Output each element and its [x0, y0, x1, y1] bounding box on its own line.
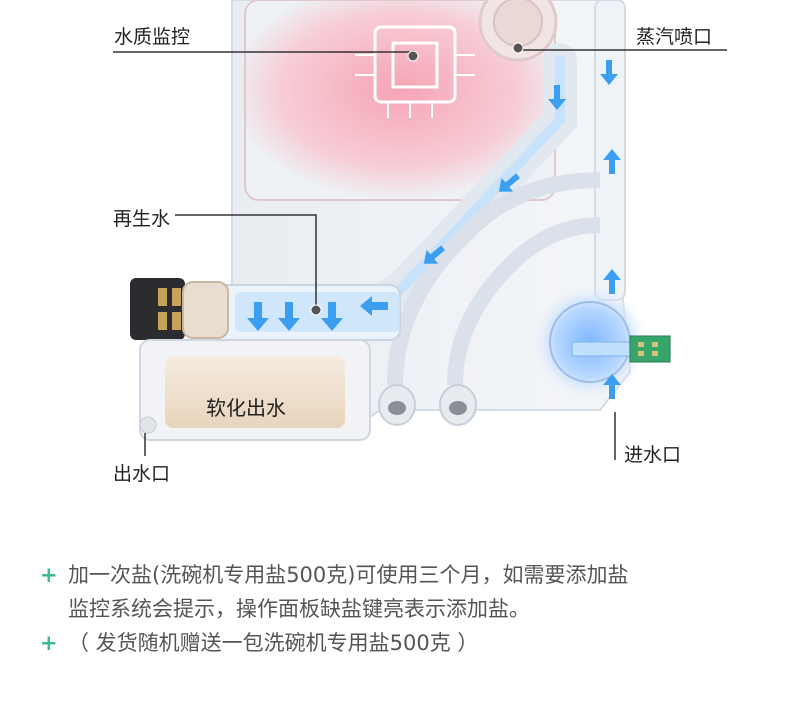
label-steam-outlet: 蒸汽喷口: [636, 22, 712, 49]
note-line: 加一次盐(洗碗机专用盐500克)可使用三个月，如需要添加盐: [68, 563, 628, 587]
label-water-quality: 水质监控: [114, 22, 190, 49]
label-regen-water: 再生水: [113, 204, 170, 231]
note-line: 监控系统会提示，操作面板缺盐键亮表示添加盐。: [68, 597, 530, 621]
note-free-salt: +（ 发货随机赠送一包洗碗机专用盐500克 ）: [40, 626, 478, 660]
solenoid-valve: [130, 278, 228, 340]
plus-icon: +: [40, 626, 68, 660]
label-softened-output: 软化出水: [206, 392, 286, 421]
note-salt-usage: +加一次盐(洗碗机专用盐500克)可使用三个月，如需要添加盐 监控系统会提示，操…: [40, 558, 628, 626]
note-line: （ 发货随机赠送一包洗碗机专用盐500克 ）: [68, 631, 478, 655]
label-inlet: 进水口: [624, 440, 681, 467]
label-outlet: 出水口: [113, 459, 170, 486]
plus-icon: +: [40, 558, 68, 592]
salt-container: [140, 340, 370, 440]
softener-diagram: 水质监控 蒸汽喷口 再生水 软化出水 出水口 进水口: [0, 0, 790, 530]
